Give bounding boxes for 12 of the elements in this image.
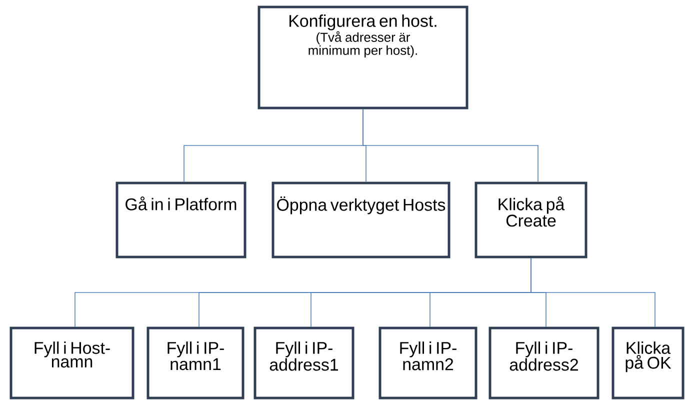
connector-line <box>530 258 656 328</box>
step-box: Fyll i Host-namn <box>10 326 134 400</box>
step-box: Fyll i IP-address1 <box>254 326 354 400</box>
step-box: Konfigurera en host. (Två adresser är minimum per host). <box>258 6 468 110</box>
step-box: Klicka på OK <box>612 326 684 400</box>
step-box: Fyll i IP-namn2 <box>378 326 478 400</box>
step-box: Fyll i IP-address2 <box>488 326 600 400</box>
step-box: Öppna verktyget Hosts <box>272 182 450 258</box>
step-box: Gå in i Platform <box>116 182 246 258</box>
step-box: Fyll i IP-namn1 <box>146 326 244 400</box>
connector-line <box>362 108 538 182</box>
step-box: Klicka på Create <box>474 182 588 258</box>
